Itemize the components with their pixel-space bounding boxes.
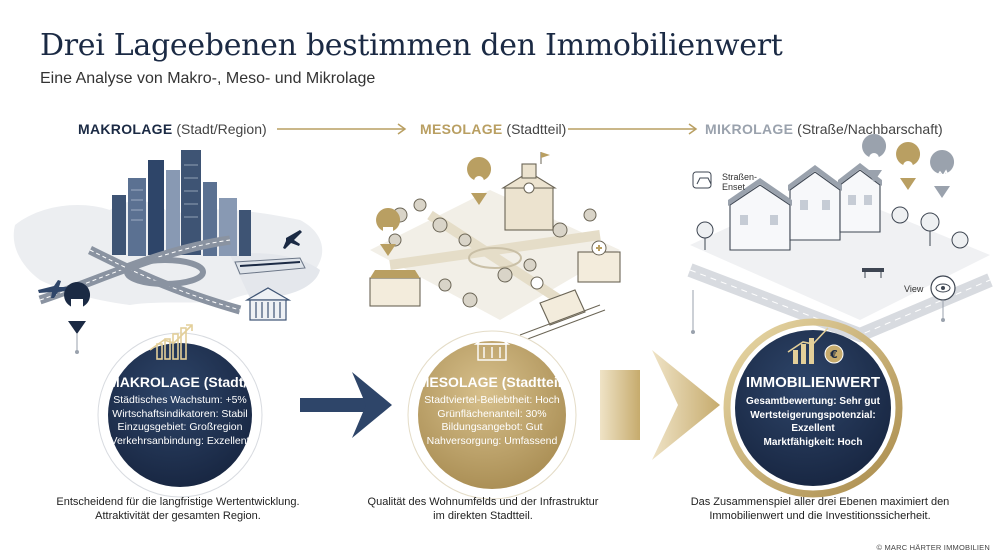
immobilienwert-circle: € <box>723 318 903 498</box>
pin-camera-icon <box>896 142 921 190</box>
townhall-icon <box>473 332 511 361</box>
caption-line: Immobilienwert und die Investitionssiche… <box>709 510 931 522</box>
header-mesolage: MESOLAGE (Stadtteil) <box>420 121 566 137</box>
meso-district-illustration <box>369 152 621 341</box>
circle-line: Wertsteigerungspotenzial: <box>750 409 876 421</box>
caption-makro: Entscheidend für die langfristige Werten… <box>28 495 328 523</box>
circle-line: Grünflächenanteil: 30% <box>437 407 547 420</box>
caption-line: im direkten Stadtteil. <box>433 510 533 522</box>
arrow-gold <box>600 350 720 460</box>
circle-line: Einzugsgebiet: Großregion <box>117 421 243 433</box>
chart-up-icon <box>149 324 193 360</box>
immobilienwert-circle-text: IMMOBILIENWERT Gesamtbewertung: Sehr gut… <box>738 374 888 449</box>
circle-line: Bildungsangebot: Gut <box>441 421 543 433</box>
header-makrolage: MAKROLAGE (Stadt/Region) <box>78 121 267 137</box>
caption-line: Attraktivität der gesamten Region. <box>95 510 261 522</box>
caption-meso: Qualität des Wohnumfelds und der Infrast… <box>333 495 633 523</box>
circle-line: Wirtschaftsindikatoren: Stabil <box>112 407 248 420</box>
circle-line: Nahversorgung: Umfassend <box>426 434 558 447</box>
circle-line: Gesamtbewertung: Sehr gut <box>746 396 880 407</box>
pin-bus-icon <box>530 276 544 290</box>
circle-title: IMMOBILIENWERT <box>745 374 881 391</box>
header-arrow-2 <box>568 123 698 135</box>
makro-circle-text: MAKROLAGE (Stadt/) Städtisches Wachstum:… <box>88 374 272 448</box>
circle-line: Stadtviertel-Beliebtheit: Hoch <box>424 394 560 406</box>
level-detail: (Straße/Nachbarschaft) <box>797 121 943 137</box>
makro-city-illustration <box>13 150 323 354</box>
level-name: MAKROLAGE <box>78 121 173 137</box>
street-label: Straßen- Enset <box>722 172 757 192</box>
page-title: Drei Lageebenen bestimmen den Immobilien… <box>40 28 783 63</box>
caption-line: Entscheidend für die langfristige Werten… <box>56 496 300 508</box>
header-mikrolage: MIKROLAGE (Straße/Nachbarschaft) <box>705 121 943 137</box>
mikro-street-illustration <box>687 134 993 343</box>
page-subtitle: Eine Analyse von Makro-, Meso- und Mikro… <box>40 70 376 87</box>
street-label-line2: Enset <box>722 182 746 192</box>
circle-line: Exzellent <box>791 423 835 434</box>
euro-chart-icon: € <box>787 327 844 364</box>
svg-text:€: € <box>829 348 838 361</box>
level-name: MESOLAGE <box>420 121 503 137</box>
caption-line: Qualität des Wohnumfelds und der Infrast… <box>367 496 599 508</box>
pin-eye-icon <box>930 275 956 301</box>
pin-cart-icon <box>376 208 401 256</box>
header-arrow-1 <box>277 123 407 135</box>
level-detail: (Stadt/Region) <box>176 121 267 137</box>
pin-sun-icon <box>862 134 887 182</box>
street-label-line1: Straßen- <box>722 172 758 182</box>
caption-immobilienwert: Das Zusammenspiel aller drei Ebenen maxi… <box>670 495 970 523</box>
caption-line: Das Zusammenspiel aller drei Ebenen maxi… <box>690 496 950 508</box>
traffic-icon <box>692 171 712 189</box>
level-detail: (Stadtteil) <box>506 121 567 137</box>
pin-landscape-icon <box>930 150 955 198</box>
view-label: View <box>904 284 924 294</box>
copyright-notice: © MARC HÄRTER IMMOBILIEN <box>876 543 990 552</box>
meso-circle-text: MESOLAGE (Stadtteil) Stadtviertel-Belieb… <box>400 374 584 448</box>
circle-line: Marktfähigkeit: Hoch <box>763 436 863 448</box>
level-name: MIKROLAGE <box>705 121 794 137</box>
pin-building-icon <box>64 282 91 334</box>
makro-circle <box>97 324 263 498</box>
circle-line: Städtisches Wachstum: +5% <box>113 394 247 406</box>
circle-line: Verkehrsanbindung: Exzellent <box>110 434 250 447</box>
arrow-navy <box>300 372 392 438</box>
circle-title: MAKROLAGE (Stadt/) <box>108 374 252 390</box>
meso-circle <box>407 330 577 500</box>
circle-title: MESOLAGE (Stadtteil) <box>417 374 567 390</box>
pin-tree-icon <box>467 157 492 205</box>
